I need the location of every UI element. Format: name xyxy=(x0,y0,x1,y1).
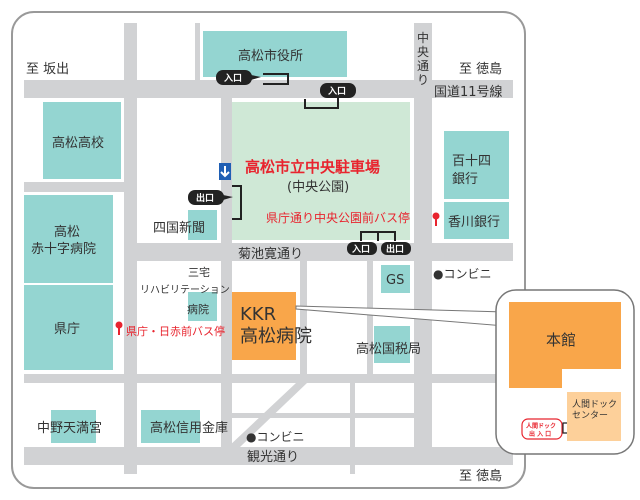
parking-subtitle: (中央公園) xyxy=(287,180,349,195)
road-label-kanko: 観光通り xyxy=(247,450,299,465)
entrance-tag: 入口 xyxy=(304,83,356,109)
road-route11 xyxy=(24,80,513,98)
road-chuo-dori xyxy=(414,23,432,447)
svg-text:央: 央 xyxy=(417,45,429,59)
one-way-arrow-icon xyxy=(219,163,231,180)
direction-tokushima: 至 徳島 xyxy=(459,469,502,484)
svg-text:入口: 入口 xyxy=(223,73,242,84)
road-small xyxy=(367,261,373,374)
svg-text:入口: 入口 xyxy=(327,86,346,97)
rehab-label: 病院 xyxy=(187,302,209,316)
buildings xyxy=(24,31,509,443)
convenience-store: ●コンビニ xyxy=(433,267,491,281)
main-building xyxy=(509,302,621,388)
road-label-kikuchi: 菊池寛通り xyxy=(238,246,303,262)
svg-text:出口: 出口 xyxy=(196,192,214,204)
road-small xyxy=(195,23,200,80)
roads xyxy=(24,23,513,474)
main-building-label: 本館 xyxy=(546,331,576,349)
bus-stop-label: 県庁・日赤前バス停 xyxy=(126,324,225,338)
tax-bureau-label: 高松国税局 xyxy=(356,341,421,357)
shinkin-label: 高松信用金庫 xyxy=(150,420,228,436)
road-kanko-dori xyxy=(24,447,513,465)
bus-stop-pin-icon xyxy=(115,321,123,335)
svg-text:中: 中 xyxy=(417,30,429,45)
road-small xyxy=(350,383,355,474)
entrance-tag: 入口 xyxy=(216,70,289,85)
kkr-building xyxy=(232,292,296,360)
bank-114-label: 銀行 xyxy=(452,172,478,187)
shikoku-shimbun-label: 四国新聞 xyxy=(153,220,205,236)
direction-sakaide: 至 坂出 xyxy=(26,62,69,77)
svg-text:入口: 入口 xyxy=(351,244,370,255)
road-small xyxy=(24,182,124,192)
dock-center-label: センター xyxy=(572,410,608,421)
road-diagonal xyxy=(228,383,307,447)
parking-area xyxy=(232,102,410,240)
kagawa-bank-label: 香川銀行 xyxy=(448,215,500,230)
road-small xyxy=(232,413,414,418)
exit-tag: 出口 xyxy=(188,185,242,220)
red-cross-label: 高松 xyxy=(54,224,80,240)
gs-label: GS xyxy=(386,273,404,288)
road-small xyxy=(300,261,307,374)
svg-text:人間ドック: 人間ドック xyxy=(526,422,556,430)
kkr-label: 高松病院 xyxy=(240,326,312,347)
svg-text:出 入 口: 出 入 口 xyxy=(529,430,551,438)
dock-entrance-tag xyxy=(521,418,563,440)
road-horizontal xyxy=(24,374,513,383)
road-kikuchi-kan xyxy=(137,243,513,261)
red-cross-label: 赤十字病院 xyxy=(31,242,96,257)
road-vertical-west xyxy=(124,23,137,474)
svg-text:出口: 出口 xyxy=(386,243,404,255)
dock-center-label: 人間ドック xyxy=(572,399,617,410)
tenmangu-label: 中野天満宮 xyxy=(37,420,102,436)
rehab-label: リハビリテーション xyxy=(140,284,230,296)
road-vertical-mid xyxy=(221,98,232,447)
inset-callout: 本館 人間ドック センター 人間ドック 出 入 口 xyxy=(295,289,635,455)
svg-text:通: 通 xyxy=(417,59,429,73)
city-hall-label: 高松市役所 xyxy=(238,48,303,64)
bus-stop-label: 県庁通り中央公園前バス停 xyxy=(266,210,410,225)
dock-center-building xyxy=(567,392,621,441)
road-label-chuo-dori: 中 央 通 り xyxy=(417,30,429,87)
svg-text:り: り xyxy=(417,73,429,87)
high-school-label: 高松高校 xyxy=(52,135,104,151)
convenience-store: ●コンビニ xyxy=(246,430,304,444)
direction-tokushima: 至 徳島 xyxy=(459,62,502,77)
road-label-route11: 国道11号線 xyxy=(434,84,503,100)
kkr-label: KKR xyxy=(240,304,276,325)
pref-office-label: 県庁 xyxy=(54,322,80,337)
rehab-label: 三宅 xyxy=(188,265,210,279)
parking-title: 高松市立中央駐車場 xyxy=(245,158,380,176)
entrance-exit-tags: 入口 出口 xyxy=(347,231,411,255)
bank-114-label: 百十四 xyxy=(452,154,491,169)
bus-stop-pin-icon xyxy=(432,212,440,226)
